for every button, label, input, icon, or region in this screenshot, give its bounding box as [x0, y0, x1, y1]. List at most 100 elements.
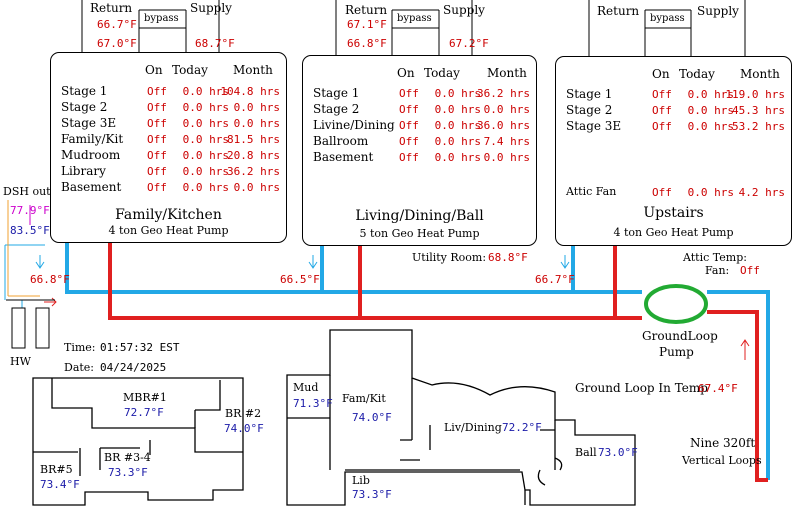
unit1-return-temp-bottom: 67.0°F [97, 37, 137, 50]
ground-loop-label: Ground Loop In Temp [575, 381, 708, 395]
dsh-temp-top: 77.9°F [10, 204, 50, 217]
unit2-return-temp-bottom: 66.8°F [347, 37, 387, 50]
row-today: 0.0 hrs [434, 103, 481, 116]
room-br34-temp: 73.3°F [108, 466, 148, 479]
row-today: 0.0 hrs [434, 87, 481, 100]
row-month: 36.2 hrs [477, 87, 530, 100]
row-label: Stage 2 [61, 100, 108, 114]
utility-room-temp: 68.8°F [488, 251, 528, 264]
row-on: Off [399, 151, 419, 164]
col-today-header: Today [172, 63, 208, 77]
row-today: 0.0 hrs [182, 85, 229, 98]
row-on: Off [147, 181, 167, 194]
unit3-loop-temp: 66.7°F [535, 273, 575, 286]
unit2-subtitle: 5 ton Geo Heat Pump [359, 227, 480, 240]
unit3-supply-label: Supply [697, 4, 739, 18]
row-today: 0.0 hrs [434, 151, 481, 164]
date-label: Date: [64, 361, 95, 374]
row-today: 0.0 hrs [434, 135, 481, 148]
row-month: 20.8 hrs [227, 149, 280, 162]
row-label: Stage 3E [61, 116, 117, 130]
col-on-header: On [652, 67, 670, 81]
row-on: Off [652, 120, 672, 133]
row-label: Basement [61, 180, 122, 194]
row-today: 0.0 hrs [182, 117, 229, 130]
row-on: Off [399, 103, 419, 116]
row-month: 0.0 hrs [483, 103, 530, 116]
row-label: Stage 2 [313, 102, 360, 116]
hw-tank-icon [35, 307, 50, 349]
row-label: Stage 1 [61, 84, 108, 98]
unit1-return-temp-top: 66.7°F [97, 18, 137, 31]
room-livdining-temp: 72.2°F [502, 421, 542, 434]
row-month: 36.0 hrs [477, 119, 530, 132]
room-livdining-name: Liv/Dining [444, 421, 502, 434]
unit2-return-temp-top: 67.1°F [347, 18, 387, 31]
groundloop-pump-label2: Pump [659, 345, 694, 359]
unit3-return-label: Return [597, 4, 640, 18]
row-on: Off [399, 87, 419, 100]
col-on-header: On [145, 63, 163, 77]
row-month: 7.4 hrs [483, 135, 530, 148]
row-today: 0.0 hrs [182, 165, 229, 178]
row-today: 0.0 hrs [687, 186, 734, 199]
row-today: 0.0 hrs [182, 101, 229, 114]
attic-fan-value: Off [740, 264, 760, 277]
attic-fan-label: Fan: [705, 264, 730, 277]
row-month: 45.3 hrs [732, 104, 785, 117]
row-month: 0.0 hrs [483, 151, 530, 164]
row-today: 0.0 hrs [182, 181, 229, 194]
col-today-header: Today [679, 67, 715, 81]
row-on: Off [652, 88, 672, 101]
unit3-bypass-label: bypass [650, 13, 685, 24]
col-today-header: Today [424, 66, 460, 80]
room-mud-name: Mud [293, 381, 319, 394]
row-today: 0.0 hrs [687, 120, 734, 133]
row-today: 0.0 hrs [687, 88, 734, 101]
wells-label: Nine 320ft [690, 436, 756, 450]
unit2-loop-temp: 66.5°F [280, 273, 320, 286]
col-month-header: Month [740, 67, 780, 81]
time-value: 01:57:32 EST [100, 341, 180, 354]
room-mbr1-temp: 72.7°F [124, 406, 164, 419]
col-month-header: Month [487, 66, 527, 80]
attic-temp-label: Attic Temp: [683, 251, 747, 264]
unit1-subtitle: 4 ton Geo Heat Pump [108, 224, 229, 237]
date-value: 04/24/2025 [100, 361, 167, 374]
row-label: Basement [313, 150, 374, 164]
dsh-temp-bottom: 83.5°F [10, 224, 50, 237]
room-mud-temp: 71.3°F [293, 397, 333, 410]
dsh-out-label: DSH out [3, 185, 51, 198]
unit1-return-label: Return [90, 1, 133, 15]
room-br2-name: BR #2 [225, 407, 262, 420]
col-on-header: On [397, 66, 415, 80]
unit1-bypass-label: bypass [144, 13, 179, 24]
hw-label: HW [10, 355, 31, 368]
row-today: 0.0 hrs [687, 104, 734, 117]
room-famkit-temp: 74.0°F [352, 411, 392, 424]
room-lib-temp: 73.3°F [352, 488, 392, 501]
row-on: Off [399, 119, 419, 132]
utility-room-label: Utility Room: [412, 251, 487, 264]
unit2-supply-label: Supply [443, 3, 485, 17]
room-mbr1-name: MBR#1 [123, 391, 167, 404]
room-br34-name: BR #3-4 [104, 451, 151, 464]
row-month: 104.8 hrs [220, 85, 280, 98]
room-br2-temp: 74.0°F [224, 422, 264, 435]
unit3-name: Upstairs [643, 205, 704, 221]
row-on: Off [147, 149, 167, 162]
wells-label2: Vertical Loops [682, 454, 762, 467]
unit2-bypass-label: bypass [397, 13, 432, 24]
row-label: Ballroom [313, 134, 369, 148]
row-on: Off [147, 85, 167, 98]
